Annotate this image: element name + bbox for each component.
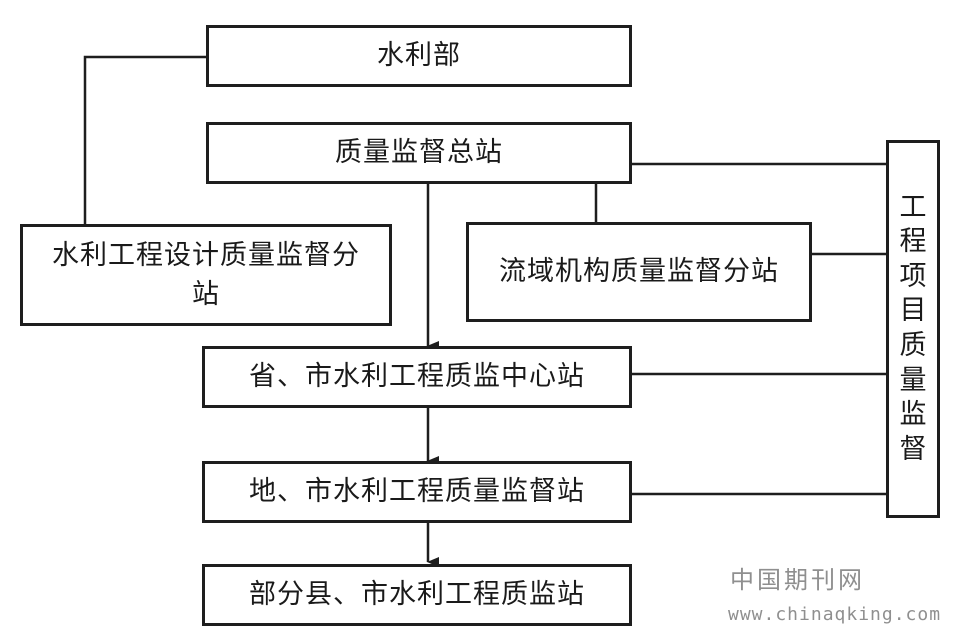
node-design-branch-label: 水利工程设计质量监督分站 — [52, 239, 360, 310]
node-project-supervision-label: 工程项目质量监督 — [899, 191, 927, 465]
line-ministry-to-design-branch — [83, 55, 206, 224]
node-basin-branch: 流域机构质量监督分站 — [466, 222, 812, 322]
node-county-station: 部分县、市水利工程质监站 — [202, 564, 632, 626]
watermark-site-name: 中国期刊网 — [730, 566, 865, 594]
node-design-branch: 水利工程设计质量监督分站 — [20, 224, 392, 326]
watermark-url: www.chinaqking.com — [728, 604, 942, 625]
node-prefecture-station: 地、市水利工程质量监督站 — [202, 461, 632, 523]
node-provincial-center: 省、市水利工程质监中心站 — [202, 346, 632, 408]
node-ministry: 水利部 — [206, 25, 632, 87]
node-general-station: 质量监督总站 — [206, 122, 632, 184]
node-project-supervision: 工程项目质量监督 — [886, 140, 940, 518]
